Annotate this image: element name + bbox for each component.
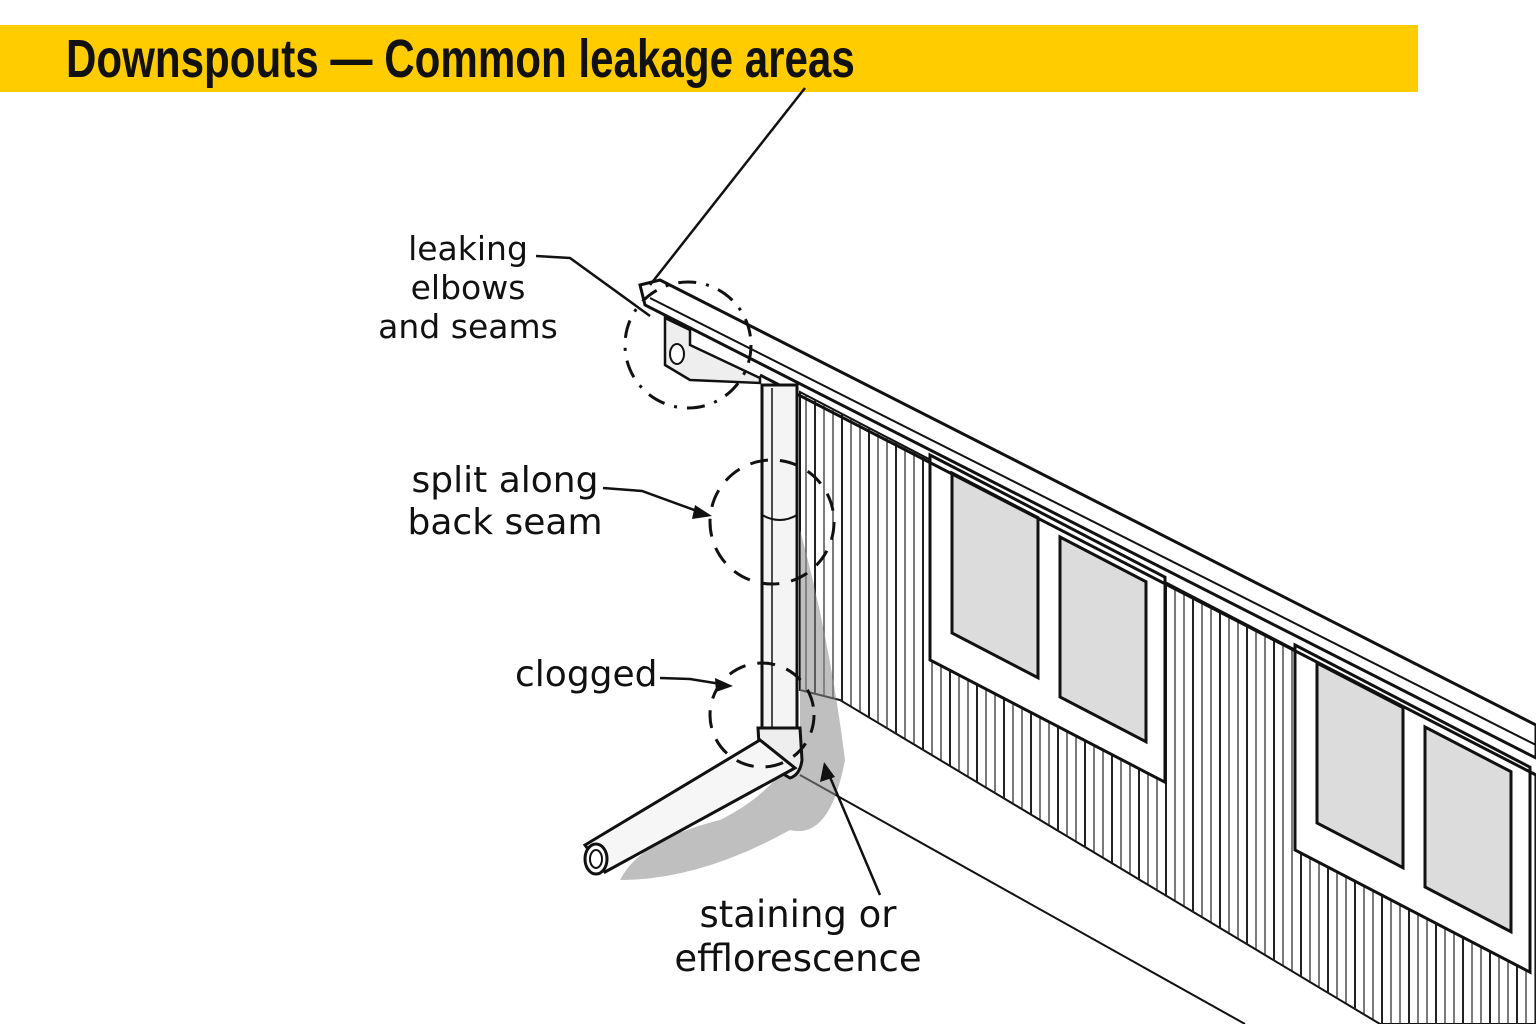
downspout-extension — [582, 738, 798, 874]
callout-split-seam: split along back seam — [407, 460, 603, 544]
elbow-callout-circle — [623, 280, 753, 410]
gutter-outlet — [663, 316, 762, 385]
downspout — [760, 383, 799, 732]
split-leader — [602, 486, 709, 517]
clogged-callout-circle — [708, 661, 816, 769]
callout-staining: staining or efflorescence — [674, 893, 922, 980]
ground-line — [799, 774, 1246, 1024]
title-banner — [0, 25, 1418, 92]
page-title: Downspouts — Common leakage areas — [66, 29, 855, 89]
stain-area — [620, 530, 845, 880]
callout-leaking-elbows: leaking elbows and seams — [378, 229, 558, 346]
title-leader — [649, 87, 806, 286]
windows — [928, 452, 1532, 975]
window-pane — [1423, 724, 1513, 935]
elbows-leader — [535, 254, 651, 318]
staining-leader — [825, 769, 882, 896]
window-pane — [1058, 534, 1148, 745]
callout-clogged: clogged — [515, 654, 658, 695]
clogged-leader — [659, 676, 728, 687]
split-callout-circle — [708, 458, 836, 586]
